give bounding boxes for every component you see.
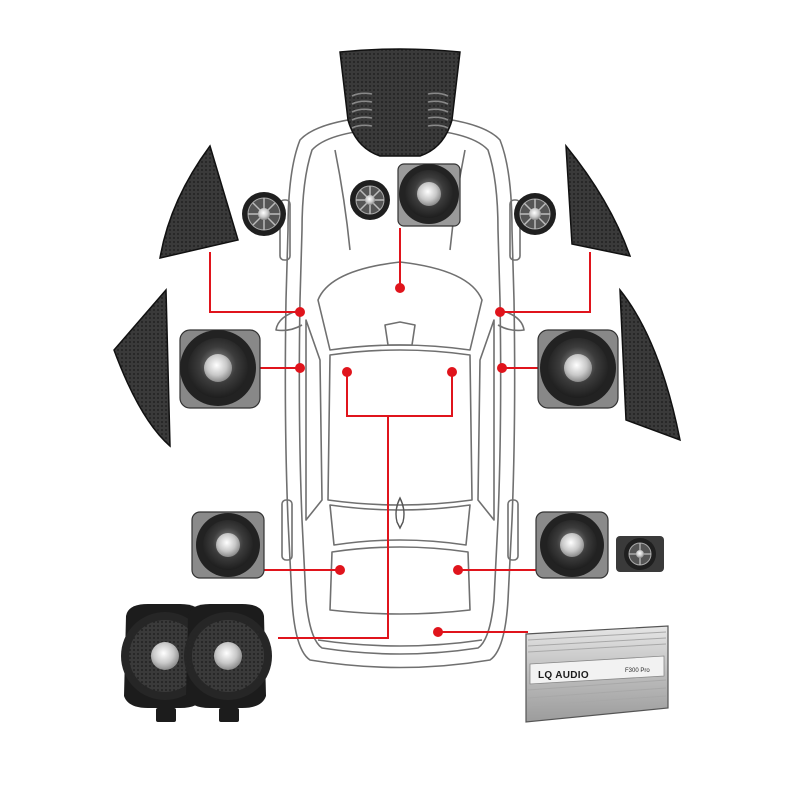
tweeter-front-left (242, 192, 286, 236)
woofer-front-left (179, 329, 261, 409)
car-logo-icon (395, 496, 405, 530)
amplifier-brand: LQ AUDIO (538, 670, 589, 681)
tweeter-front-right (514, 193, 556, 235)
speaker-rear-right (535, 511, 609, 579)
amplifier-model: F300 Pro (625, 668, 650, 674)
a-pillar-cover-left (159, 144, 239, 259)
connector-dot (433, 627, 443, 637)
connector-dot (395, 283, 405, 293)
car-outline (275, 114, 525, 669)
tweeter-dash-center (350, 180, 390, 220)
connector-dot (495, 307, 505, 317)
door-trim-right (619, 287, 681, 442)
connector-dot (295, 363, 305, 373)
subwoofer-right (184, 604, 272, 722)
woofer-front-right (537, 329, 619, 409)
connector-dot (335, 565, 345, 575)
connector-dot (453, 565, 463, 575)
a-pillar-cover-right (565, 143, 632, 258)
connector-dot (295, 307, 305, 317)
connector-lines (209, 228, 591, 639)
connector-dots (295, 283, 507, 637)
connector-dot (342, 367, 352, 377)
speaker-rear-left (191, 511, 265, 579)
amplifier: LQ AUDIO F300 Pro (525, 625, 669, 723)
tweeter-rear-right (616, 536, 664, 572)
connector-dot (447, 367, 457, 377)
connector-dot (497, 363, 507, 373)
midrange-dash-center (397, 163, 461, 227)
door-trim-left (113, 288, 171, 448)
dash-center-grille (339, 48, 461, 157)
